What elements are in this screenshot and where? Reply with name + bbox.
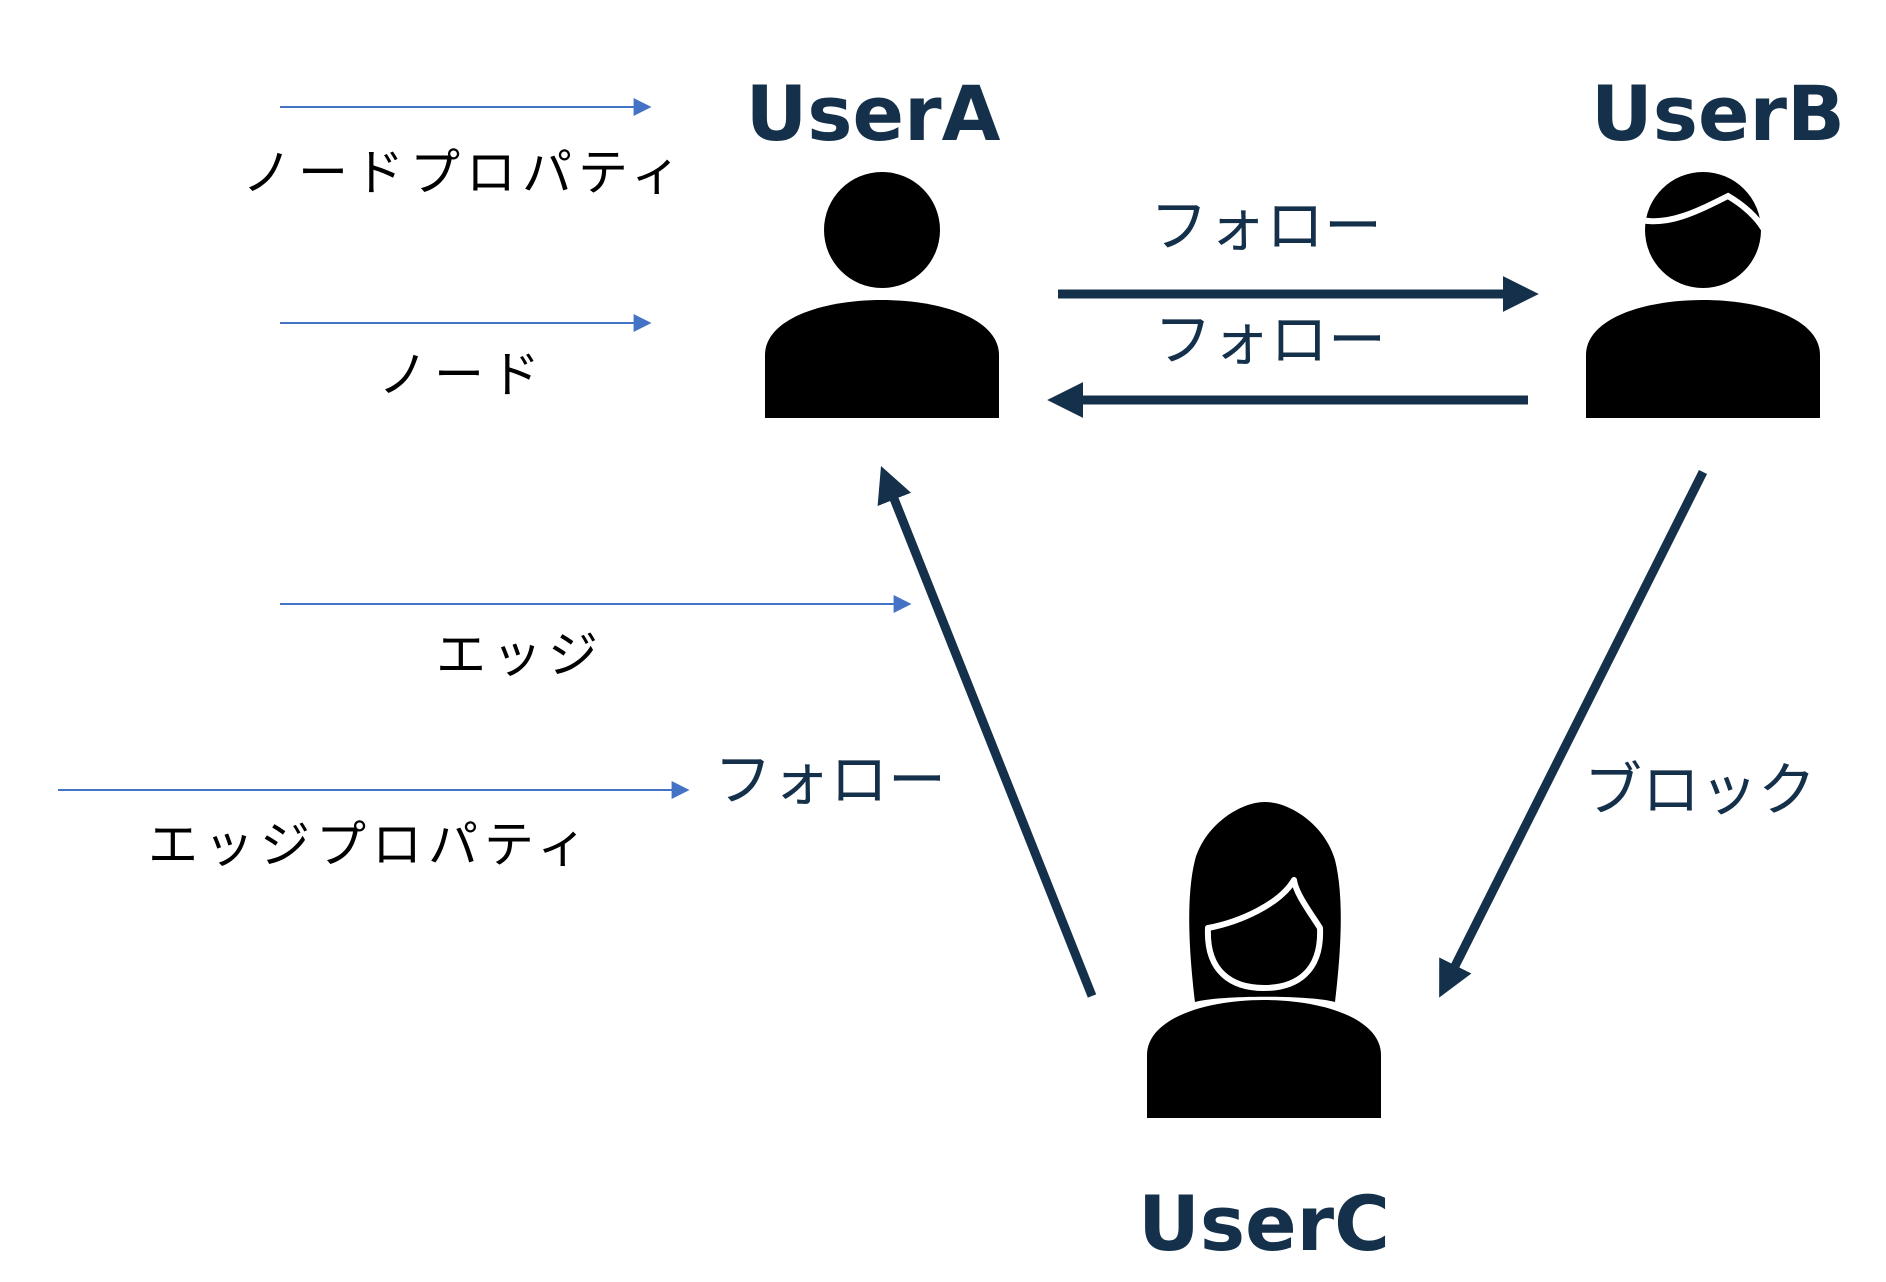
edge-b-to-c-label: ブロック	[1584, 756, 1816, 824]
legend-label-edge: エッジ	[436, 626, 604, 684]
user-c-label: UserC	[1138, 1179, 1390, 1268]
edge-c-to-a-label: フォロー	[714, 746, 946, 814]
person-icon	[765, 172, 999, 418]
edge-b-to-a-label: フォロー	[1154, 306, 1386, 374]
user-a-label: UserA	[746, 69, 1001, 158]
edge-b-to-c	[1439, 469, 1708, 998]
woman-icon	[1147, 802, 1381, 1118]
edge-c-to-a	[877, 465, 1097, 998]
man-icon	[1586, 172, 1820, 418]
legend-label-edge-property: エッジプロパティ	[148, 816, 593, 874]
legend-label-node-property: ノードプロパティ	[242, 144, 687, 202]
user-b-label: UserB	[1591, 69, 1845, 158]
edge-a-to-b-label: フォロー	[1150, 192, 1382, 260]
legend-label-node: ノード	[378, 346, 546, 404]
